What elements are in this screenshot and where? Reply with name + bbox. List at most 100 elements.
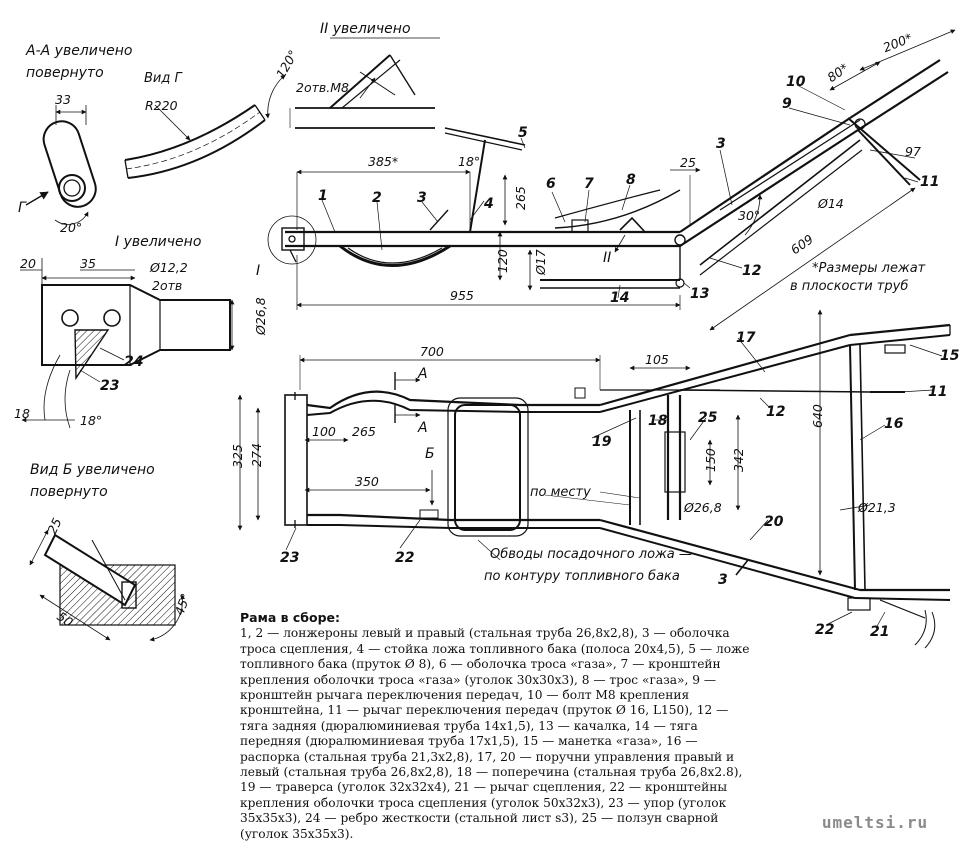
dim-120: 120 [495, 249, 510, 273]
dim-609: 609 [788, 231, 816, 257]
note-plane-1: *Размеры лежат [812, 261, 926, 276]
callout-3-top: 3 [718, 572, 728, 588]
dim-30-deg: 30° [738, 208, 760, 223]
detail-i-view [20, 258, 235, 429]
callout-12-top: 12 [766, 404, 785, 420]
callout-15: 15 [940, 348, 960, 364]
top-view-frame [237, 309, 951, 649]
callout-21: 21 [870, 624, 889, 640]
site-watermark: umeltsi.ru [821, 813, 929, 832]
dim-385: 385* [368, 154, 398, 169]
callout-3-side: 3 [716, 136, 726, 152]
detail-marker-i: I [256, 263, 260, 279]
legend-title: Рама в сборе: [240, 610, 341, 625]
note-place: по месту [530, 485, 591, 500]
dim-35: 35 [80, 256, 96, 271]
callout-22-right: 22 [815, 622, 834, 638]
callout-11-top: 11 [928, 384, 947, 400]
dim-33: 33 [55, 92, 71, 107]
detail-ii-view [265, 37, 440, 129]
section-aa-title: А-А увеличено [25, 43, 132, 59]
dim-50: 50 [54, 608, 76, 629]
detail-ii-title: II увеличено [320, 21, 411, 37]
dim-18: 18 [14, 406, 30, 421]
dim-105: 105 [645, 352, 669, 367]
view-b [29, 529, 185, 642]
dim-265: 265 [513, 186, 528, 210]
callout-11: 11 [920, 174, 939, 190]
view-letter-b: Б [425, 446, 435, 462]
dim-14: Ø14 [817, 196, 844, 211]
view-b-subtitle: повернуто [30, 484, 108, 500]
dim-18-deg-b: 18° [80, 413, 102, 428]
view-g [124, 104, 266, 179]
callout-16: 16 [884, 416, 904, 432]
dim-80: 80* [824, 60, 851, 85]
note-contour-1: Обводы посадочного ложа — [490, 547, 692, 562]
dim-640: 640 [810, 404, 825, 428]
callout-20: 20 [764, 514, 784, 530]
callout-2: 2 [372, 190, 382, 206]
dim-18-deg: 18° [458, 154, 480, 169]
dim-97: 97 [905, 144, 921, 159]
dim-700: 700 [420, 344, 444, 359]
detail-marker-ii: II [603, 250, 611, 266]
dimension-labels: 33 20° R220 120° 2отв.М8 385* 18° 265 25… [14, 30, 921, 630]
callout-24: 24 [124, 354, 143, 370]
callout-8: 8 [626, 172, 636, 188]
callout-4: 4 [483, 196, 494, 212]
dim-25: 25 [680, 155, 696, 170]
dim-21-3: Ø21,3 [857, 500, 896, 515]
callout-14: 14 [610, 290, 629, 306]
dim-20: 20 [20, 256, 36, 271]
dim-342: 342 [731, 448, 746, 472]
section-letters: Г А А Б I II [18, 200, 611, 462]
dim-120-deg: 120° [273, 47, 301, 81]
parts-legend: Рама в сборе: 1, 2 — лонжероны левый и п… [240, 610, 760, 842]
callout-6: 6 [546, 176, 556, 192]
view-g-title: Вид Г [144, 71, 183, 86]
view-b-title: Вид Б увеличено [30, 462, 155, 478]
side-view-frame [267, 29, 956, 331]
callout-5: 5 [518, 125, 528, 141]
section-aa-subtitle: повернуто [26, 65, 104, 81]
callout-25: 25 [698, 410, 718, 426]
dim-17: Ø17 [533, 249, 548, 276]
callout-23-detail: 23 [100, 378, 119, 394]
dim-265-b: 265 [352, 424, 376, 439]
callout-9: 9 [782, 96, 792, 112]
dim-m8: 2отв.М8 [296, 80, 349, 95]
callout-22-top: 22 [395, 550, 414, 566]
callout-7: 7 [584, 176, 594, 192]
callout-leaders [79, 84, 943, 629]
callout-3: 3 [417, 190, 427, 206]
dim-r220: R220 [145, 98, 178, 113]
note-plane-2: в плоскости труб [790, 279, 908, 294]
dim-100: 100 [312, 424, 336, 439]
drawing-notes: *Размеры лежат в плоскости труб по месту… [484, 261, 926, 584]
dim-12-2: Ø12,2 [149, 260, 188, 275]
callout-17: 17 [736, 330, 756, 346]
view-titles: А-А увеличено повернуто Вид Г II увеличе… [25, 21, 411, 500]
callout-1: 1 [318, 188, 328, 204]
legend-text: 1, 2 — лонжероны левый и правый (стальна… [240, 626, 750, 841]
callout-13: 13 [690, 286, 709, 302]
callout-10: 10 [786, 74, 806, 90]
dim-2-holes: 2отв [152, 278, 182, 293]
dim-955: 955 [450, 288, 474, 303]
section-letter-a1: А [417, 366, 428, 382]
dim-45-deg: 45° [172, 591, 194, 617]
dim-20-deg: 20° [60, 220, 82, 235]
section-letter-a2: А [417, 420, 428, 436]
dim-200: 200* [881, 30, 915, 55]
dim-150: 150 [703, 448, 718, 472]
arrow-letter-g: Г [18, 200, 27, 216]
callout-12: 12 [742, 263, 761, 279]
dim-25-b: 25 [44, 516, 64, 537]
dim-350: 350 [355, 474, 379, 489]
note-contour-2: по контуру топливного бака [484, 569, 680, 584]
callout-23-top: 23 [280, 550, 299, 566]
callout-19: 19 [592, 434, 612, 450]
dim-274: 274 [249, 443, 264, 467]
dim-26-8-b: Ø26,8 [683, 500, 722, 515]
